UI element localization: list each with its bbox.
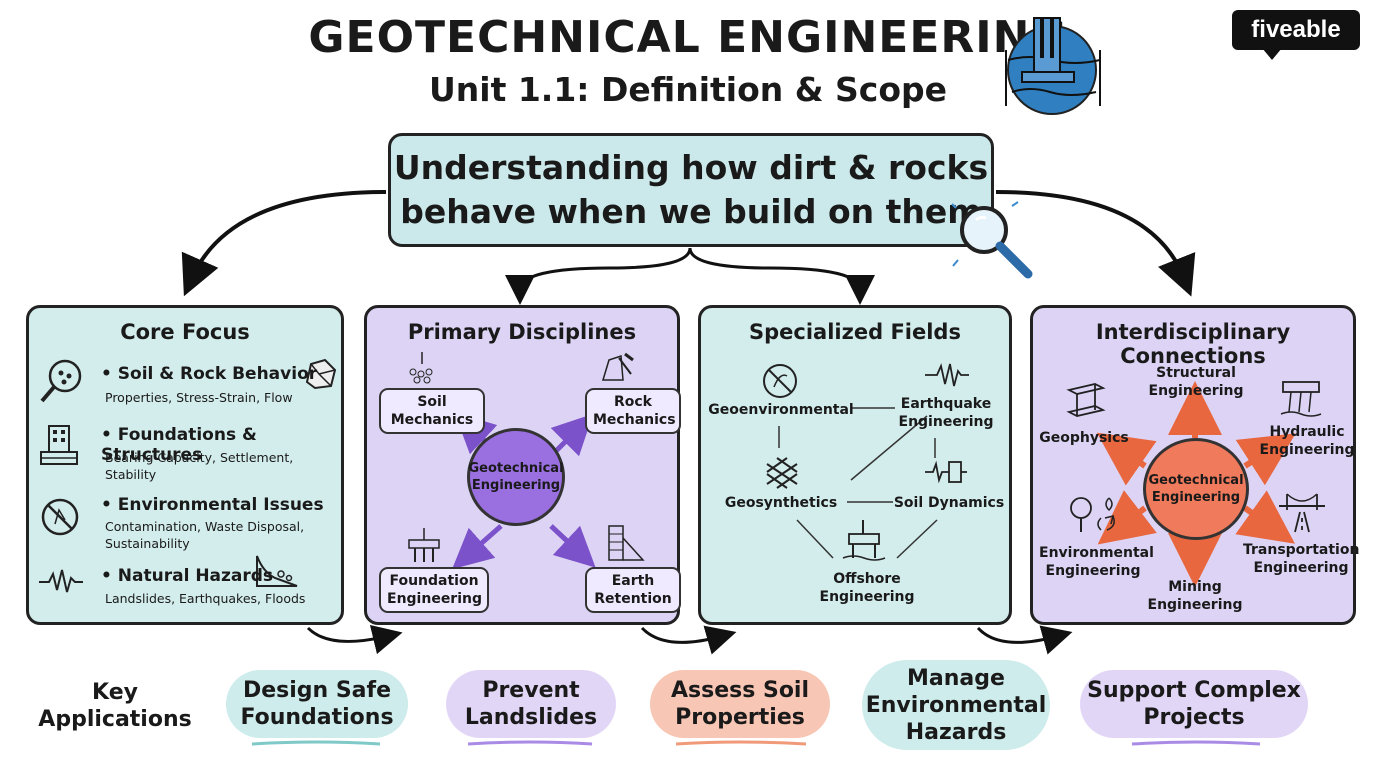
geosynthetics-icon <box>766 457 798 489</box>
geophysics-node: Geophysics <box>1039 430 1129 446</box>
offshore-platform-icon <box>842 520 886 561</box>
application-item: Assess Soil Properties <box>650 670 830 738</box>
soil-particles-icon <box>409 352 433 384</box>
application-underlines <box>251 740 1261 746</box>
earthquake-wave-icon <box>925 363 969 387</box>
core-item-detail: Properties, Stress-Strain, Flow <box>105 390 293 405</box>
no-pollution-icon <box>41 498 79 536</box>
specialized-fields-panel: Specialized Fields Geoenvironmental Eart… <box>698 305 1012 625</box>
page-title: GEOTECHNICAL ENGINEERING <box>308 12 1068 63</box>
core-item-heading: • Natural Hazards <box>101 566 274 586</box>
retaining-wall-icon <box>608 525 645 561</box>
foundation-engineering-node: Foundation Engineering <box>379 567 489 613</box>
building-foundation-icon <box>40 425 78 465</box>
transportation-engineering-node: Transportation Engineering <box>1243 542 1360 576</box>
definition-line-2: behave when we build on them <box>400 192 982 231</box>
geoenvironmental-icon <box>763 364 797 398</box>
environmental-engineering-node: Environmental Engineering <box>1039 545 1154 579</box>
core-focus-panel: Core Focus • Soil & Rock Behavior Proper… <box>26 305 344 625</box>
definition-line-1: Understanding how dirt & rocks <box>393 148 989 187</box>
application-item: Design Safe Foundations <box>226 670 408 738</box>
magnifier-soil-icon <box>40 359 82 403</box>
specialized-links <box>778 407 938 559</box>
primary-center-node: Geotechnical Engineering <box>467 428 565 526</box>
core-item-detail: Landslides, Earthquakes, Floods <box>105 591 306 606</box>
foundation-icon <box>1005 17 1101 115</box>
page-subtitle: Unit 1.1: Definition & Scope <box>428 70 948 109</box>
mining-engineering-node: Mining Engineering <box>1147 579 1243 613</box>
core-focus-title: Core Focus <box>120 320 250 344</box>
landslide-icon <box>256 555 298 587</box>
primary-disciplines-title: Primary Disciplines <box>407 320 637 344</box>
interdisciplinary-panel: Interdisciplinary Connections Geotechnic… <box>1030 305 1360 625</box>
i-beam-icon <box>1066 383 1106 417</box>
earthquake-engineering-node: Earthquake Engineering <box>898 396 994 430</box>
hydraulic-engineering-node: Hydraulic Engineering <box>1259 424 1355 458</box>
application-item: Prevent Landslides <box>446 670 616 738</box>
soil-dynamics-node: Soil Dynamics <box>893 495 1005 511</box>
soil-mechanics-node: Soil Mechanics <box>379 388 485 434</box>
pile-foundation-icon <box>408 528 440 562</box>
geoenvironmental-node: Geoenvironmental <box>708 402 854 418</box>
interdisciplinary-spokes <box>1096 381 1296 587</box>
interdisciplinary-title: Interdisciplinary Connections <box>1095 320 1291 368</box>
soil-dynamics-icon <box>925 460 967 484</box>
application-item: Manage Environmental Hazards <box>862 660 1050 750</box>
offshore-engineering-node: Offshore Engineering <box>819 571 915 605</box>
specialized-fields-title: Specialized Fields <box>749 320 961 344</box>
core-item-detail: Stability <box>105 467 157 482</box>
application-item: Support Complex Projects <box>1080 670 1308 738</box>
seismic-wave-icon <box>39 569 83 593</box>
rock-pickaxe-icon <box>601 352 634 381</box>
bridge-road-icon <box>1279 493 1325 533</box>
tree-recycle-icon <box>1070 497 1115 532</box>
brand-logo-tail <box>1262 48 1282 60</box>
definition-box: Understanding how dirt & rocks behave wh… <box>388 133 994 247</box>
dam-icon <box>1280 381 1322 417</box>
rock-icon <box>305 358 337 390</box>
primary-disciplines-panel: Primary Disciplines Geotechnical Enginee… <box>364 305 681 625</box>
brand-logo: fiveable <box>1232 10 1360 50</box>
magnifying-glass-icon <box>951 201 1033 279</box>
core-item-heading: • Environmental Issues <box>101 495 324 515</box>
rock-mechanics-node: Rock Mechanics <box>585 388 681 434</box>
interdisciplinary-center-node: Geotechnical Engineering <box>1143 438 1249 540</box>
core-item-heading: • Foundations & Structures <box>101 425 257 465</box>
core-item-detail: Contamination, Waste Disposal, <box>105 519 305 534</box>
core-item-detail: Bearing Capacity, Settlement, <box>105 450 294 465</box>
core-item-detail: Sustainability <box>105 536 190 551</box>
earth-retention-node: Earth Retention <box>585 567 681 613</box>
key-applications-label: Key Applications <box>38 680 192 732</box>
geosynthetics-node: Geosynthetics <box>724 495 838 511</box>
core-item-heading: • Soil & Rock Behavior <box>101 364 318 384</box>
structural-engineering-node: Structural Engineering <box>1148 365 1244 399</box>
